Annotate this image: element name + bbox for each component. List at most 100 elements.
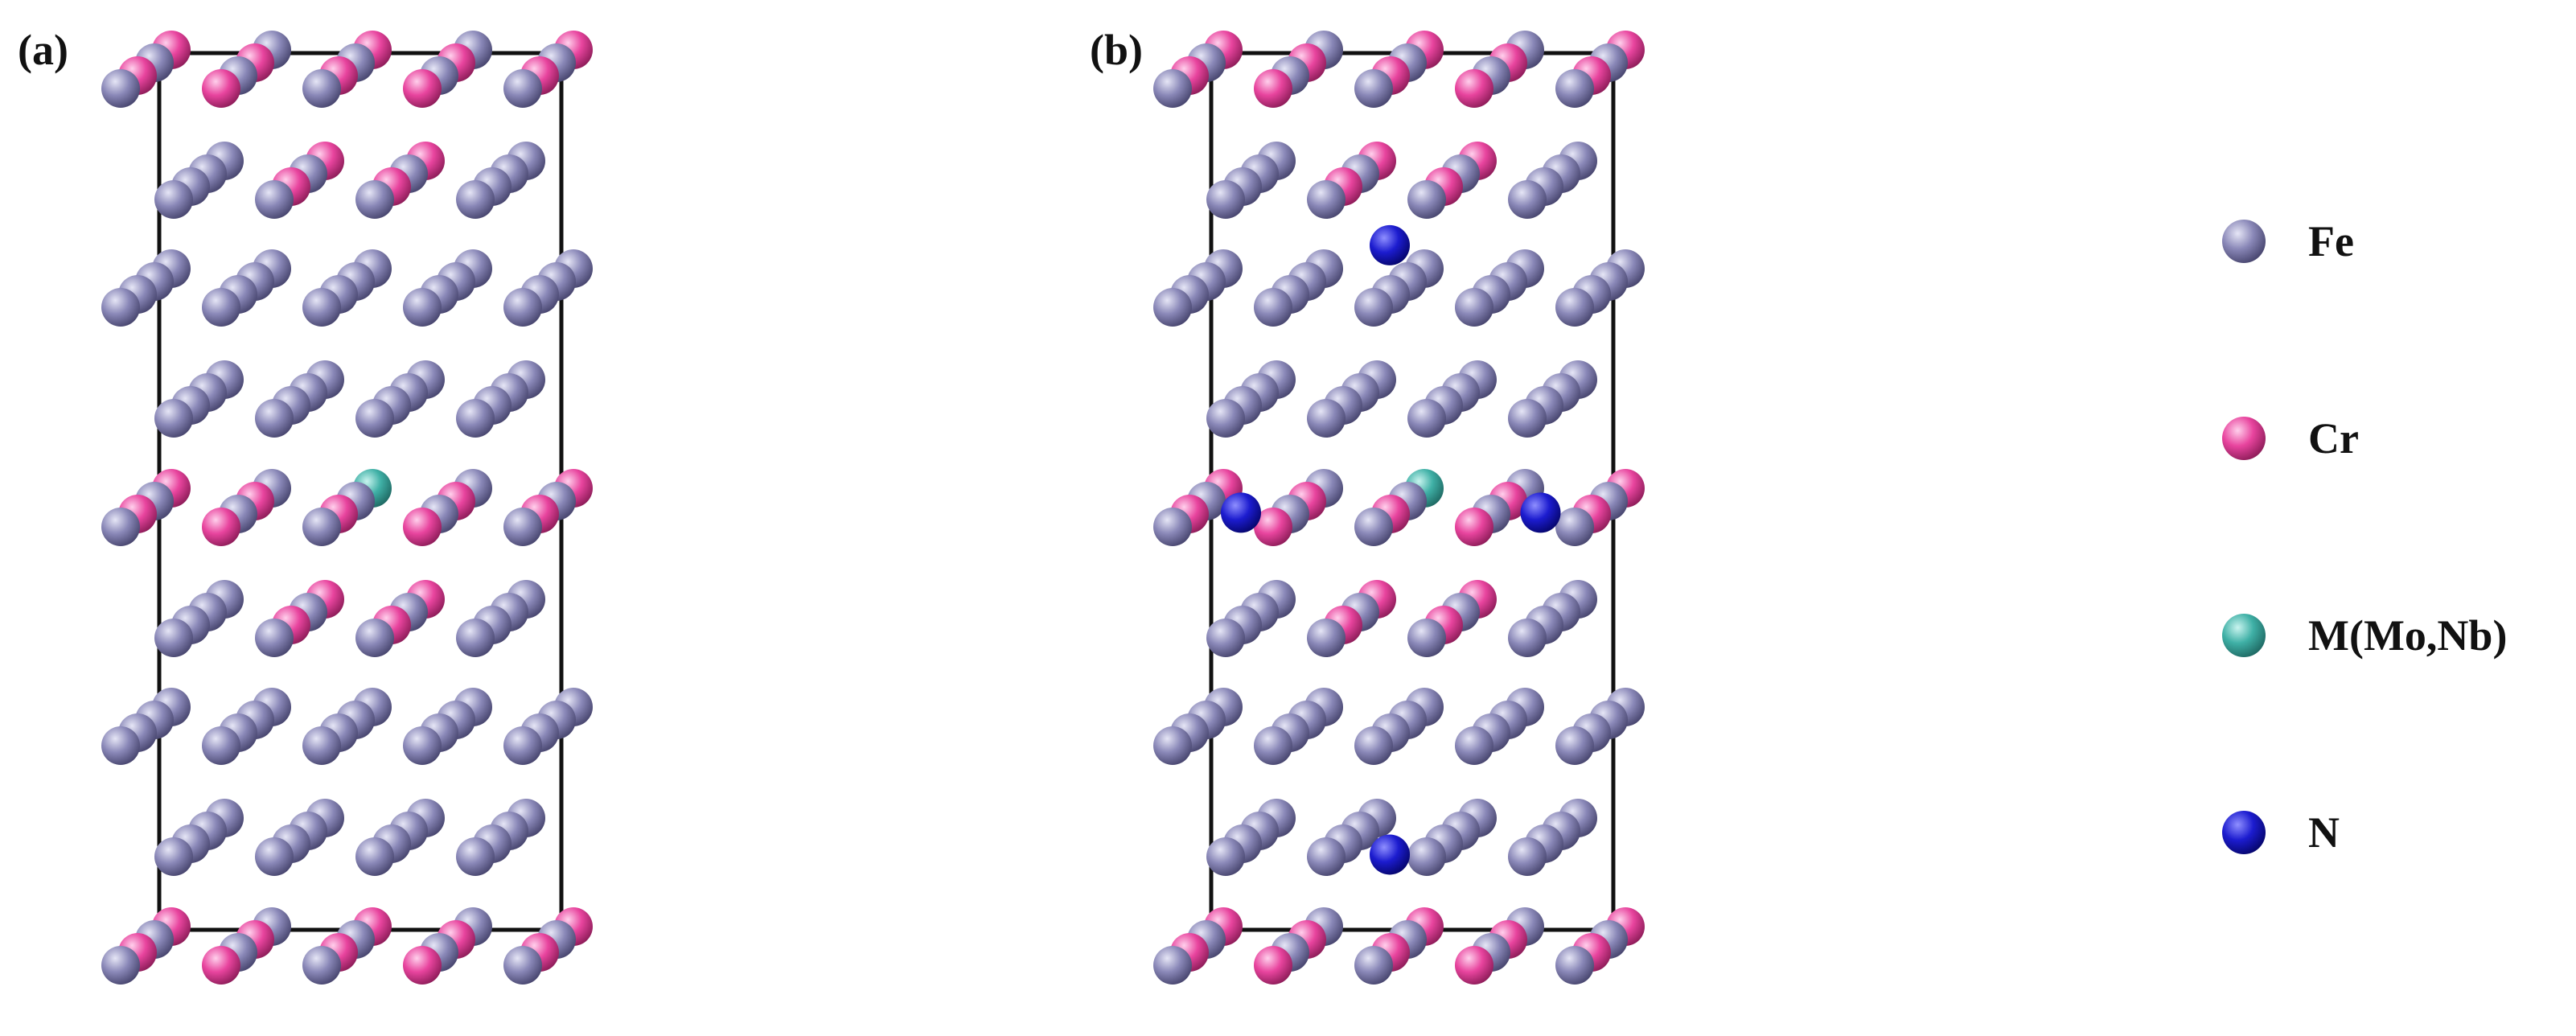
- panel-a-site-r1c0-fe-atom: [101, 288, 140, 327]
- legend-cr-label: Cr: [2308, 414, 2359, 462]
- panel-b-site-r3c0-fe-atom: [1153, 726, 1192, 765]
- panel-a-site-r4c1-cr-atom: [202, 946, 240, 985]
- panel-a-site-r1c4-fe-atom: [503, 288, 542, 327]
- panel-b-body-r1c3-fe-atom: [1508, 399, 1547, 438]
- panel-b-body-r0c3-fe-atom: [1508, 180, 1547, 219]
- panel-a-site-r1c2-fe-atom: [302, 288, 341, 327]
- legend-m-label: M(Mo,Nb): [2308, 611, 2507, 660]
- panel-a-body-r0c1-fe-atom: [255, 180, 294, 219]
- panel-a-body-r3c0-fe-atom: [154, 837, 193, 876]
- panel-a-body-r1c2-fe-atom: [355, 399, 394, 438]
- panel-a-body-r1c0-fe-atom: [154, 399, 193, 438]
- legend-n-swatch: [2222, 811, 2266, 854]
- panel-b-site-r1c3-fe-atom: [1455, 288, 1493, 327]
- panel-a-site-r3c4-fe-atom: [503, 726, 542, 765]
- panel-b-site-r1c4-fe-atom: [1555, 288, 1594, 327]
- panel-b-site-r3c4-fe-atom: [1555, 726, 1594, 765]
- panel-a-site-r2c1-cr-atom: [202, 508, 240, 546]
- panel-a-site-r1c1-fe-atom: [202, 288, 240, 327]
- panel-a-site-r3c3-fe-atom: [403, 726, 442, 765]
- panel-b-site-r4c3-cr-atom: [1455, 946, 1493, 985]
- panel-a-body-r2c3-fe-atom: [456, 619, 495, 657]
- panel-b-body-r2c1-fe-atom: [1307, 619, 1346, 657]
- panel-a-body-r3c1-fe-atom: [255, 837, 294, 876]
- panel-a-site-r1c3-fe-atom: [403, 288, 442, 327]
- panel-b-site-r2c2-fe-atom: [1354, 508, 1393, 546]
- panel-b-site-r1c1-fe-atom: [1254, 288, 1292, 327]
- panel-a-supercell: (a): [18, 26, 593, 985]
- panel-a-site-r0c2-fe-atom: [302, 69, 341, 108]
- panel-a-site-r4c4-fe-atom: [503, 946, 542, 985]
- panel-b-site-r3c1-fe-atom: [1254, 726, 1292, 765]
- panel-a-body-r0c0-fe-atom: [154, 180, 193, 219]
- panel-b-body-r1c0-fe-atom: [1206, 399, 1245, 438]
- panel-a-body-r3c3-fe-atom: [456, 837, 495, 876]
- legend-fe-label: Fe: [2308, 217, 2354, 265]
- panel-a-site-r0c3-cr-atom: [403, 69, 442, 108]
- panel-b-body-r0c2-fe-atom: [1407, 180, 1446, 219]
- panel-a-body-r2c1-fe-atom: [255, 619, 294, 657]
- panel-a-site-r0c0-fe-atom: [101, 69, 140, 108]
- panel-b-atoms: [1153, 31, 1645, 985]
- panel-b-body-r2c0-fe-atom: [1206, 619, 1245, 657]
- panel-b-site-r1c0-fe-atom: [1153, 288, 1192, 327]
- panel-a-site-r0c4-fe-atom: [503, 69, 542, 108]
- panel-b-supercell: (b): [1090, 26, 1645, 985]
- panel-a-site-r3c1-fe-atom: [202, 726, 240, 765]
- panel-a-body-r3c2-fe-atom: [355, 837, 394, 876]
- panel-a-site-r2c2-fe-atom: [302, 508, 341, 546]
- panel-b-site-r3c3-fe-atom: [1455, 726, 1493, 765]
- panel-a-body-r0c3-fe-atom: [456, 180, 495, 219]
- panel-a-body-r2c2-fe-atom: [355, 619, 394, 657]
- panel-b-body-r2c2-fe-atom: [1407, 619, 1446, 657]
- panel-b-site-r2c0-fe-atom: [1153, 508, 1192, 546]
- panel-a-site-r3c2-fe-atom: [302, 726, 341, 765]
- panel-b-site-r2c1-cr-atom: [1254, 508, 1292, 546]
- panel-b-site-r0c0-fe-atom: [1153, 69, 1192, 108]
- panel-a-site-r0c1-cr-atom: [202, 69, 240, 108]
- legend-m-swatch: [2222, 614, 2266, 657]
- panel-b-body-r3c2-fe-atom: [1407, 837, 1446, 876]
- panel-b-body-r0c0-fe-atom: [1206, 180, 1245, 219]
- panel-a-body-r0c2-fe-atom: [355, 180, 394, 219]
- panel-b-site-r4c0-fe-atom: [1153, 946, 1192, 985]
- panel-a-site-r2c0-fe-atom: [101, 508, 140, 546]
- panel-b-n-interstitial-atom: [1221, 492, 1261, 533]
- panel-a-body-r1c3-fe-atom: [456, 399, 495, 438]
- panel-b-n-interstitial-atom: [1370, 834, 1410, 875]
- panel-b-site-r0c3-cr-atom: [1455, 69, 1493, 108]
- panel-a-site-r4c3-cr-atom: [403, 946, 442, 985]
- panel-b-body-r3c0-fe-atom: [1206, 837, 1245, 876]
- panel-b-site-r3c2-fe-atom: [1354, 726, 1393, 765]
- legend-n-label: N: [2308, 808, 2340, 857]
- panel-b-site-r2c4-fe-atom: [1555, 508, 1594, 546]
- panel-a-site-r4c2-fe-atom: [302, 946, 341, 985]
- panel-b-body-r0c1-fe-atom: [1307, 180, 1346, 219]
- panel-a-body-r2c0-fe-atom: [154, 619, 193, 657]
- panel-b-site-r4c4-fe-atom: [1555, 946, 1594, 985]
- panel-b-body-r3c1-fe-atom: [1307, 837, 1346, 876]
- panel-b-site-r4c1-cr-atom: [1254, 946, 1292, 985]
- panel-a-site-r3c0-fe-atom: [101, 726, 140, 765]
- panel-a-site-r4c0-fe-atom: [101, 946, 140, 985]
- panel-b-n-interstitial-atom: [1370, 224, 1410, 265]
- legend-cr-swatch: [2222, 417, 2266, 460]
- panel-b-body-r3c3-fe-atom: [1508, 837, 1547, 876]
- panel-a-site-r2c4-fe-atom: [503, 508, 542, 546]
- panel-a-label: (a): [18, 26, 68, 74]
- panel-b-site-r2c3-cr-atom: [1455, 508, 1493, 546]
- panel-b-site-r0c4-fe-atom: [1555, 69, 1594, 108]
- panel-b-site-r0c2-fe-atom: [1354, 69, 1393, 108]
- panel-a-atoms: [101, 31, 593, 985]
- panel-b-site-r0c1-cr-atom: [1254, 69, 1292, 108]
- legend-fe-swatch: [2222, 220, 2266, 263]
- panel-b-site-r4c2-fe-atom: [1354, 946, 1393, 985]
- panel-a-site-r2c3-cr-atom: [403, 508, 442, 546]
- panel-b-n-interstitial-atom: [1520, 492, 1561, 533]
- panel-a-body-r1c1-fe-atom: [255, 399, 294, 438]
- panel-b-body-r1c2-fe-atom: [1407, 399, 1446, 438]
- panel-b-label: (b): [1090, 26, 1143, 74]
- panel-b-body-r2c3-fe-atom: [1508, 619, 1547, 657]
